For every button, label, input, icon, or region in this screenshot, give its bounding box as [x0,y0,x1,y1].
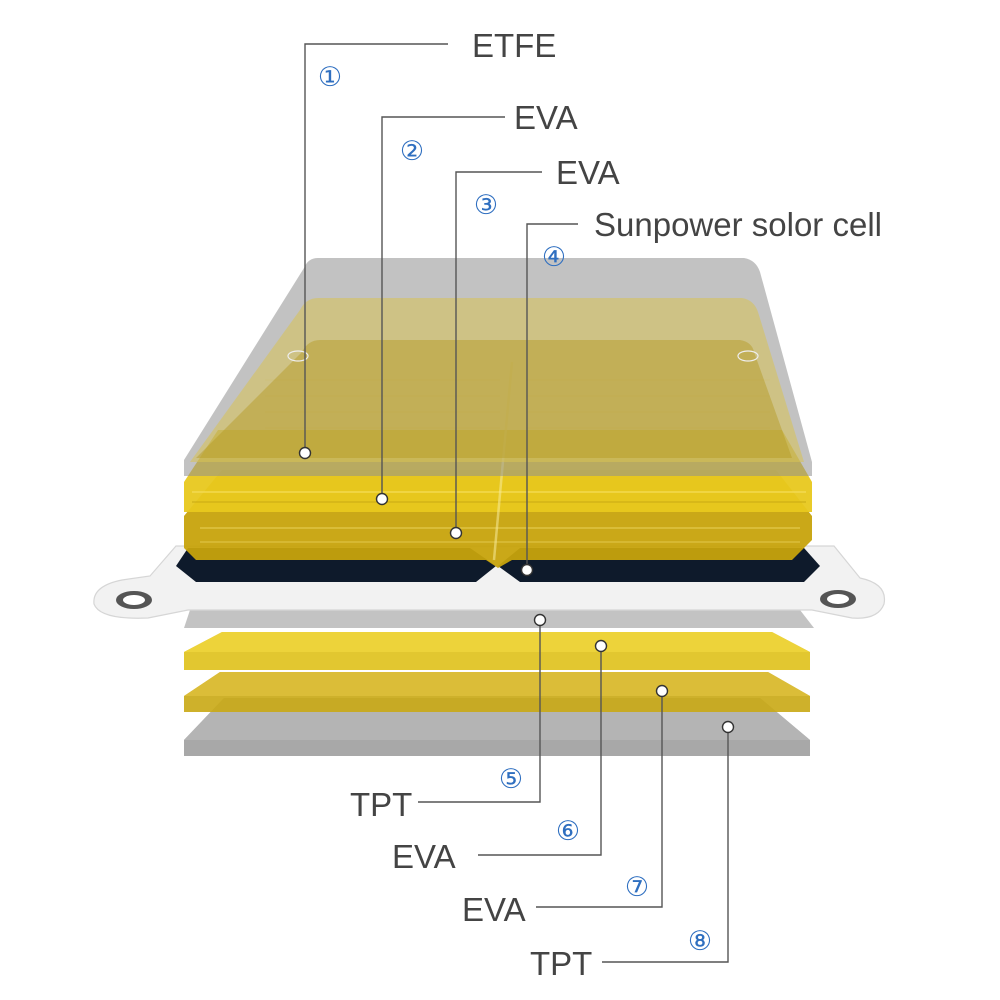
leader-line-4 [526,223,578,570]
layer-3-pin [449,526,463,540]
callout-4: ④ [542,242,566,273]
label-layer-3: EVA [556,154,620,191]
label-layer-8: TPT [530,945,592,982]
layer-7-face [184,672,810,696]
callout-2: ② [400,136,424,167]
top-right-hole-icon [737,350,759,362]
layer-1-cell-view [196,340,792,458]
callout-number-8: ⑧ [688,926,712,957]
layer-6-eva-sheet [184,632,810,670]
leader-line-3 [455,171,542,533]
callout-7: ⑦ [625,872,649,903]
leader-line-2 [381,116,505,499]
callout-1: ① [318,62,342,93]
layer-7-eva-sheet [184,672,810,712]
callout-number-4: ④ [542,242,566,273]
label-layer-2: EVA [514,99,578,136]
layer-5-pin [533,613,547,627]
layer-1-pin [298,446,312,460]
label-layer-1: ETFE [472,27,556,64]
leader-line-5 [418,620,541,803]
callout-5: ⑤ [499,764,523,795]
leader-line-8 [602,727,729,963]
callout-number-2: ② [400,136,424,167]
leader-line-6 [478,646,602,856]
callout-6: ⑥ [556,816,580,847]
layer-1-etfe-film [184,258,812,476]
layer-4-pin [520,563,534,577]
callout-8: ⑧ [688,926,712,957]
label-layer-6: EVA [392,838,456,875]
layer-6-shadow [184,610,814,628]
layer-7-pin [655,684,669,698]
top-left-hole-icon [287,350,309,362]
label-layer-4: Sunpower solor cell [594,206,882,243]
callout-number-7: ⑦ [625,872,649,903]
layer-8-pin [721,720,735,734]
leader-line-1 [304,43,448,453]
layer-6-face [184,632,810,652]
label-layer-5: TPT [350,786,412,823]
label-layer-7: EVA [462,891,526,928]
callout-number-1: ① [318,62,342,93]
callout-number-6: ⑥ [556,816,580,847]
leader-line-7 [536,691,663,908]
callout-number-3: ③ [474,190,498,221]
layer-1-eva-under [190,298,804,462]
callout-3: ③ [474,190,498,221]
layer-6-pin [594,639,608,653]
right-eyelet-hole-icon [827,594,849,604]
layer-2-pin [375,492,389,506]
left-eyelet-hole-icon [123,595,145,605]
callout-number-5: ⑤ [499,764,523,795]
